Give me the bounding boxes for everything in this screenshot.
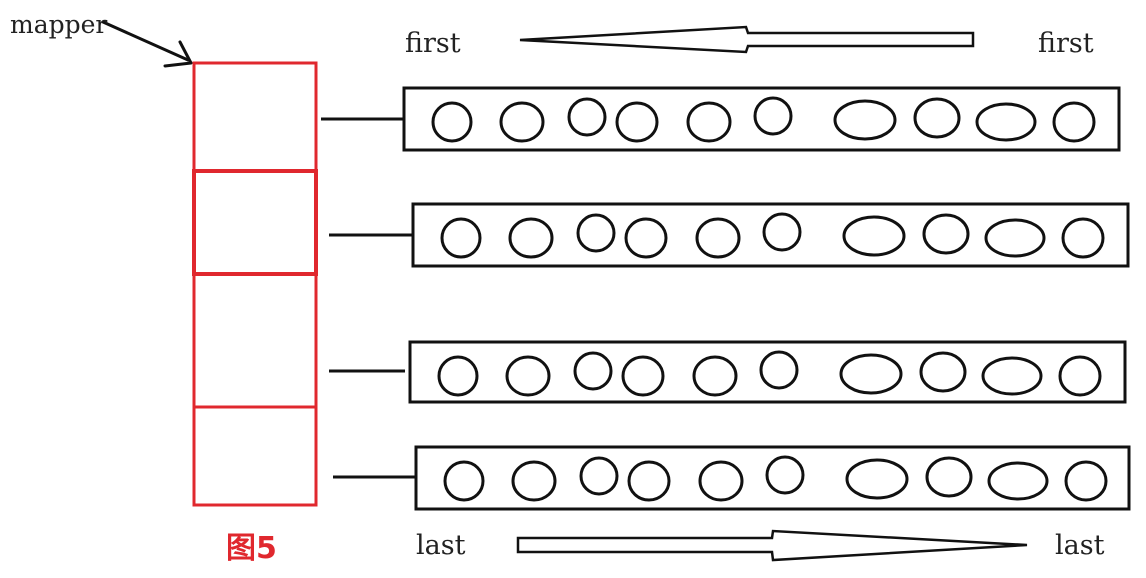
map-array: [192, 61, 318, 507]
buffer-2-element-10: [1061, 217, 1105, 259]
buffer-1-element-9: [975, 102, 1037, 142]
mapper-label: mapper: [10, 10, 108, 39]
last-direction-arrow: [516, 529, 1028, 562]
buffer-4-element-1: [443, 460, 485, 502]
map-slot-3: [192, 272, 318, 409]
buffer-1-element-5: [686, 101, 732, 143]
buffer-3-element-6: [759, 350, 799, 390]
mapper-pointer-line: [101, 20, 190, 62]
figure-caption: 图5: [226, 531, 277, 566]
buffer-4-element-5: [698, 460, 744, 502]
buffer-1-element-4: [615, 101, 659, 143]
last-label-left: last: [416, 530, 466, 561]
map-slot-2: [192, 169, 318, 276]
buffer-1: [402, 86, 1121, 152]
last-label-right: last: [1055, 530, 1105, 561]
buffer-2-element-2: [508, 217, 554, 259]
buffer-4-element-8: [925, 456, 973, 498]
buffer-2-element-6: [762, 212, 802, 252]
first-direction-arrow: [519, 25, 975, 54]
buffer-3-element-10: [1058, 355, 1102, 397]
buffer-2-element-8: [922, 213, 970, 255]
buffer-3-element-9: [981, 356, 1043, 396]
buffer-1-element-10: [1052, 101, 1096, 143]
buffer-3-element-1: [437, 355, 479, 397]
buffer-4-element-6: [765, 455, 805, 495]
buffer-2-element-9: [984, 218, 1046, 258]
buffer-3-element-2: [505, 355, 551, 397]
buffer-1-element-1: [431, 101, 473, 143]
buffer-4-element-2: [511, 460, 557, 502]
buffer-3-element-4: [621, 355, 665, 397]
buffer-4-element-4: [627, 460, 671, 502]
buffer-3-element-5: [692, 355, 738, 397]
buffer-1-element-7: [833, 99, 897, 141]
buffer-4-element-9: [987, 461, 1049, 501]
buffer-1-element-8: [913, 97, 961, 139]
buffer-3: [408, 340, 1127, 404]
buffers: [402, 86, 1131, 511]
buffer-2-element-7: [842, 215, 906, 257]
buffer-2-element-1: [440, 217, 482, 259]
first-label-right: first: [1038, 28, 1094, 59]
buffer-4: [414, 445, 1131, 511]
mapper-pointer-head: [163, 40, 193, 68]
buffer-4-element-10: [1064, 460, 1108, 502]
buffer-2-element-4: [624, 217, 668, 259]
buffer-4-element-7: [845, 458, 909, 500]
buffer-3-element-7: [839, 353, 903, 395]
buffer-4-element-3: [579, 456, 619, 496]
buffer-1-element-2: [499, 101, 545, 143]
buffer-3-element-3: [573, 351, 613, 391]
buffer-2: [411, 202, 1130, 268]
map-slot-4: [192, 405, 318, 507]
arrows-layer: [101, 20, 1028, 562]
buffer-2-element-5: [695, 217, 741, 259]
buffer-1-element-6: [753, 96, 793, 136]
buffer-1-element-3: [567, 97, 607, 137]
pointer-links: [321, 117, 416, 479]
buffer-2-element-3: [576, 213, 616, 253]
map-slot-1: [192, 61, 318, 173]
buffer-frame-3: [408, 340, 1127, 404]
buffer-3-element-8: [919, 351, 967, 393]
first-label-left: first: [405, 28, 461, 59]
